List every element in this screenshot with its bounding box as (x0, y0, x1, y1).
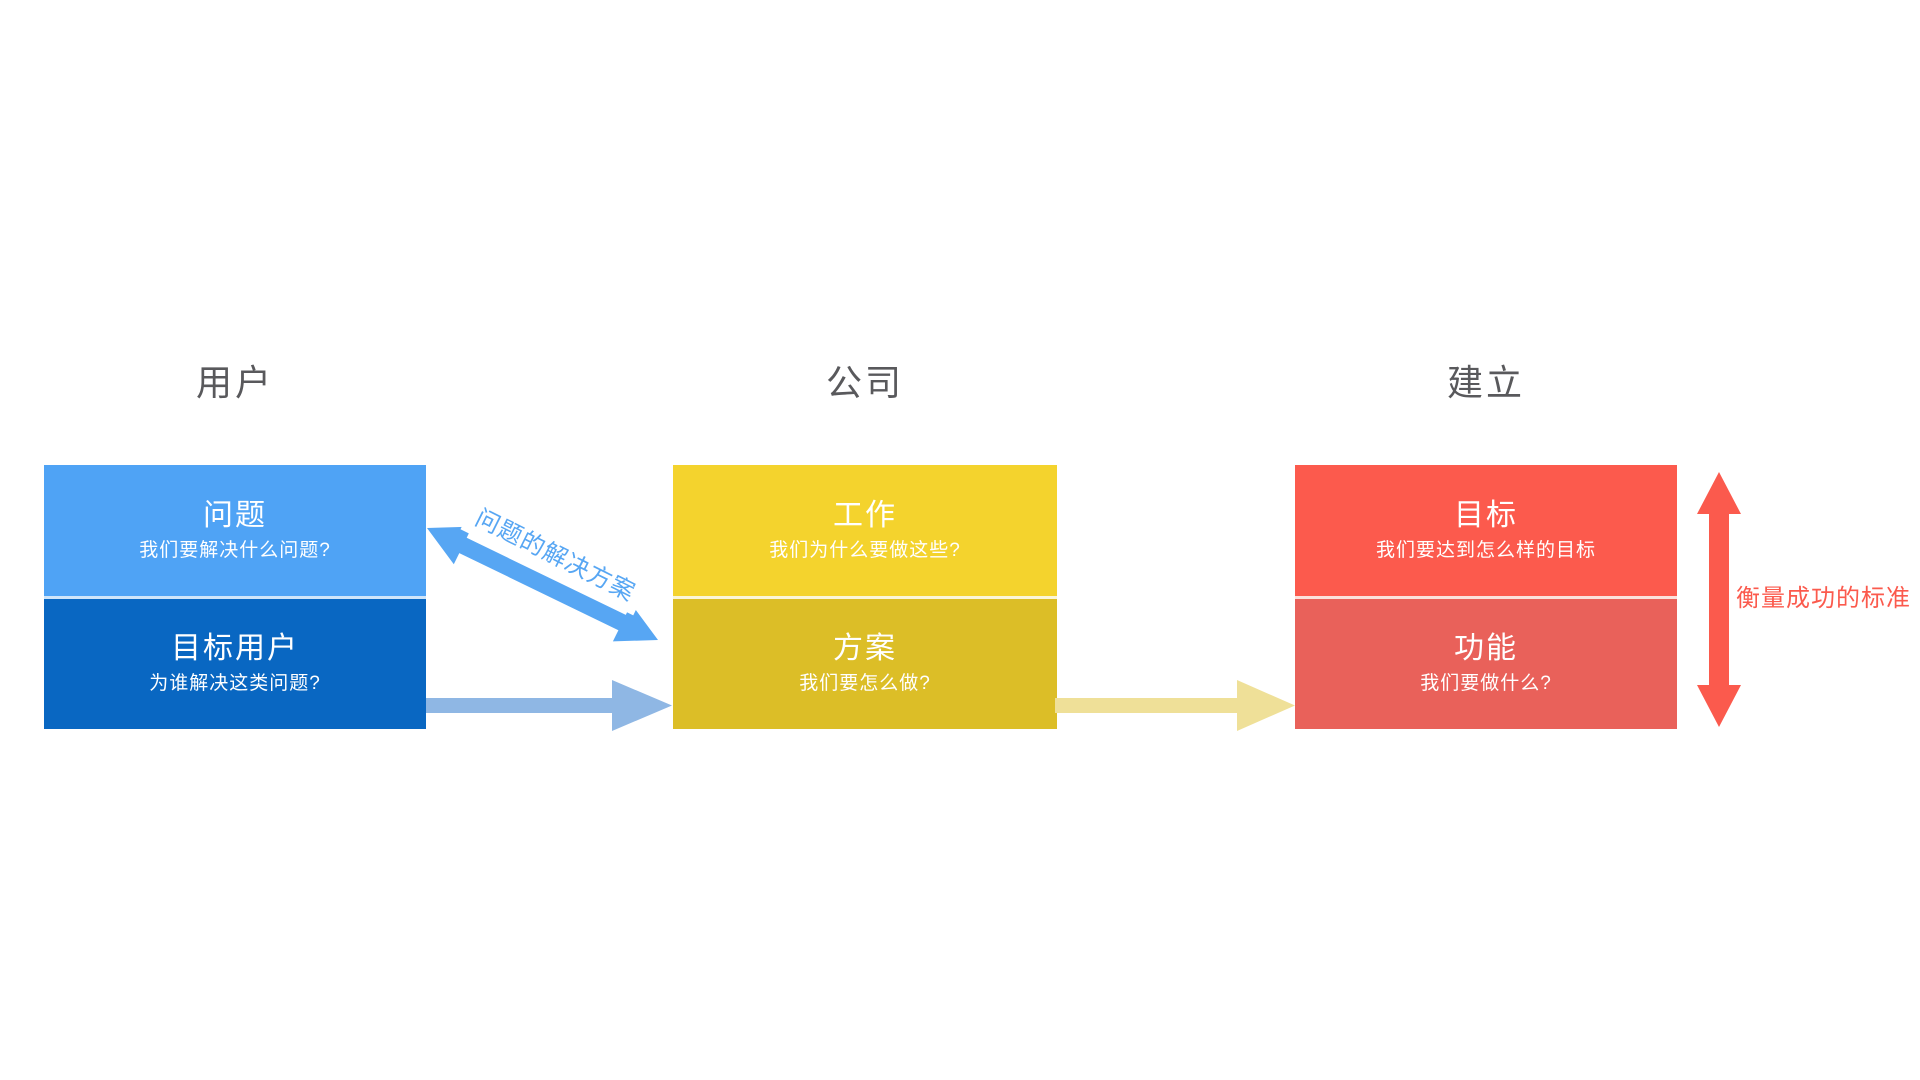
solution-subtitle: 我们要怎么做? (799, 673, 931, 695)
target-user-title: 目标用户 (171, 632, 299, 666)
column-header-user: 用户 (195, 362, 274, 403)
measure-success-label: 衡量成功的标准 (1736, 585, 1911, 612)
goal-subtitle: 我们要达到怎么样的目标 (1375, 539, 1596, 561)
company-to-build-arrow-icon (1055, 680, 1295, 731)
measure-double-arrow-icon (1697, 472, 1741, 727)
goal-title: 目标 (1454, 498, 1518, 532)
target-user-box: 目标用户 为谁解决这类问题? (44, 595, 426, 729)
target-user-subtitle: 为谁解决这类问题? (149, 673, 321, 695)
feature-subtitle: 我们要做什么? (1420, 673, 1552, 695)
column-header-company: 公司 (825, 362, 904, 403)
problem-subtitle: 我们要解决什么问题? (139, 539, 331, 561)
work-subtitle: 我们为什么要做这些? (769, 539, 961, 561)
company-column: 工作 我们为什么要做这些? 方案 我们要怎么做? (673, 465, 1057, 729)
feature-box: 功能 我们要做什么? (1295, 595, 1677, 729)
build-column: 目标 我们要达到怎么样的目标 功能 我们要做什么? (1295, 465, 1677, 729)
work-title: 工作 (833, 498, 897, 532)
column-header-build: 建立 (1446, 362, 1525, 403)
user-column: 问题 我们要解决什么问题? 目标用户 为谁解决这类问题? (44, 465, 426, 729)
solution-title: 方案 (833, 632, 897, 666)
work-box: 工作 我们为什么要做这些? (673, 465, 1057, 596)
problem-box: 问题 我们要解决什么问题? (44, 465, 426, 596)
solution-box: 方案 我们要怎么做? (673, 595, 1057, 729)
user-to-company-arrow-icon (426, 680, 672, 731)
goal-box: 目标 我们要达到怎么样的目标 (1295, 465, 1677, 596)
problem-solution-arrow-label: 问题的解决方案 (460, 498, 649, 616)
feature-title: 功能 (1454, 632, 1518, 666)
problem-title: 问题 (203, 498, 267, 532)
